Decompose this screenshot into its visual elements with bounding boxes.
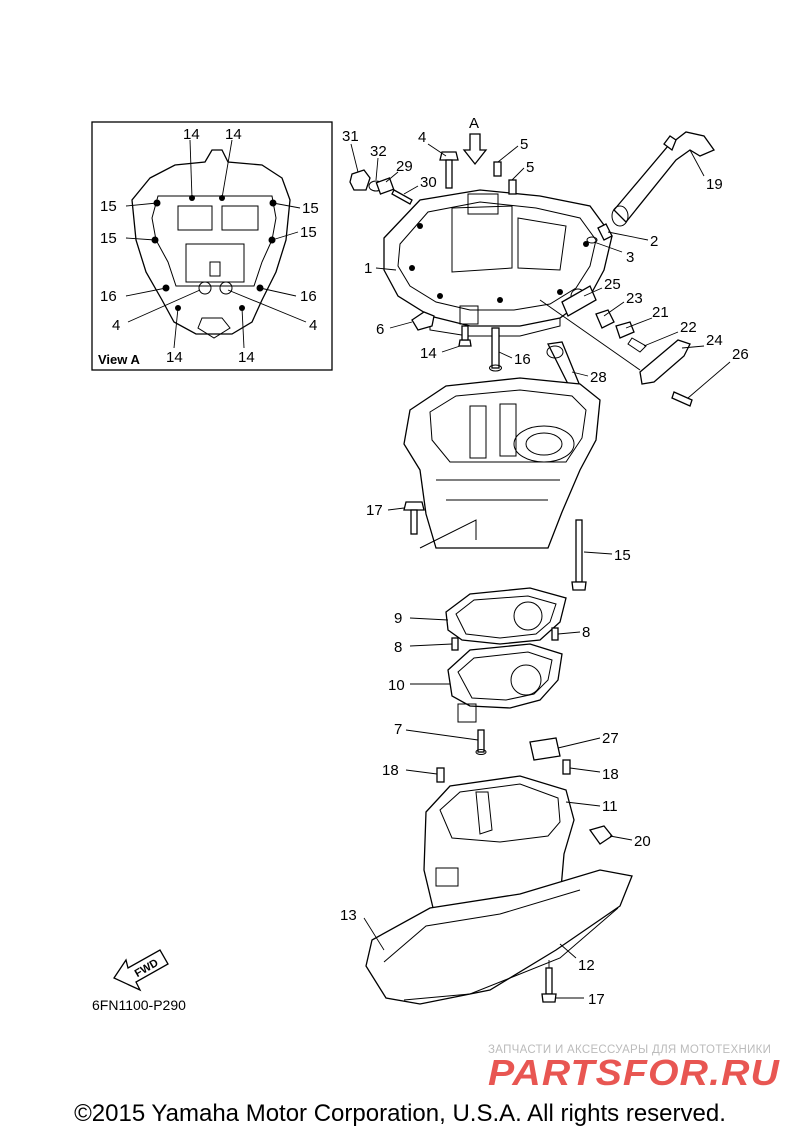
copyright-notice: ©2015 Yamaha Motor Corporation, U.S.A. A… [74, 1100, 726, 1127]
callout-24: 24 [706, 332, 723, 349]
callout-2: 2 [650, 233, 658, 250]
diagram-code: 6FN1100-P290 [92, 997, 186, 1013]
callout-17a: 17 [366, 502, 383, 519]
callout-19: 19 [706, 176, 723, 193]
leader-lines [350, 143, 731, 999]
callout-30: 30 [420, 174, 437, 191]
callout-32: 32 [370, 143, 387, 160]
arrow-a-label: A [469, 115, 479, 132]
callout-26: 26 [732, 346, 749, 363]
view-a-callout-16a: 16 [100, 288, 117, 305]
callout-9: 9 [394, 610, 402, 627]
view-a-callout-14d: 14 [238, 349, 255, 366]
view-a-title: View A [98, 352, 141, 367]
callout-21: 21 [652, 304, 669, 321]
callout-28: 28 [590, 369, 607, 386]
callout-18b: 18 [602, 766, 619, 783]
callout-15: 15 [614, 547, 631, 564]
callout-7: 7 [394, 721, 402, 738]
view-a-callout-14b: 14 [225, 126, 242, 143]
callout-5b: 5 [526, 159, 534, 176]
callout-1: 1 [364, 260, 372, 277]
view-a-callout-14a: 14 [183, 126, 200, 143]
callout-31: 31 [342, 128, 359, 145]
fwd-arrow: FWD [113, 949, 169, 992]
view-a-callout-14c: 14 [166, 349, 183, 366]
callout-13: 13 [340, 907, 357, 924]
callout-11: 11 [602, 798, 618, 815]
callout-14: 14 [420, 345, 437, 362]
callout-25: 25 [604, 276, 621, 293]
callout-4: 4 [418, 129, 426, 146]
callout-27: 27 [602, 730, 619, 747]
oil-pan [403, 377, 601, 591]
view-a-callout-4b: 4 [309, 317, 317, 334]
lower-casing [365, 737, 633, 1005]
callout-labels: 31 32 4 5 5 29 30 19 2 3 1 25 23 21 22 2… [340, 128, 749, 1008]
callout-18a: 18 [382, 762, 399, 779]
view-direction-arrow: A [462, 115, 488, 166]
upper-casing [383, 189, 613, 337]
callout-22: 22 [680, 319, 697, 336]
callout-12: 12 [578, 957, 595, 974]
callout-5a: 5 [520, 136, 528, 153]
view-a-callout-15c: 15 [100, 230, 117, 247]
callout-8b: 8 [582, 624, 590, 641]
callout-10: 10 [388, 677, 405, 694]
view-a-callout-15a: 15 [100, 198, 117, 215]
watermark-subtitle: ЗАПЧАСТИ И АКСЕССУАРЫ ДЛЯ МОТОТЕХНИКИ [488, 1044, 772, 1056]
callout-20: 20 [634, 833, 651, 850]
callout-23: 23 [626, 290, 643, 307]
callout-16: 16 [514, 351, 531, 368]
watermark-brand: PARTSFOR.RU [488, 1052, 780, 1093]
small-parts-top [349, 131, 715, 407]
view-a-callout-4a: 4 [112, 317, 120, 334]
view-a-callout-16b: 16 [300, 288, 317, 305]
view-a-callout-15b: 15 [302, 200, 319, 217]
callout-17b: 17 [588, 991, 605, 1008]
callout-8a: 8 [394, 639, 402, 656]
view-a-inset: 14 14 15 15 15 15 16 16 4 4 14 14 View A [91, 121, 333, 371]
gasket-and-plate [445, 587, 567, 755]
callout-29: 29 [396, 158, 413, 175]
view-a-callout-15d: 15 [300, 224, 317, 241]
callout-6: 6 [376, 321, 384, 338]
callout-3: 3 [626, 249, 634, 266]
